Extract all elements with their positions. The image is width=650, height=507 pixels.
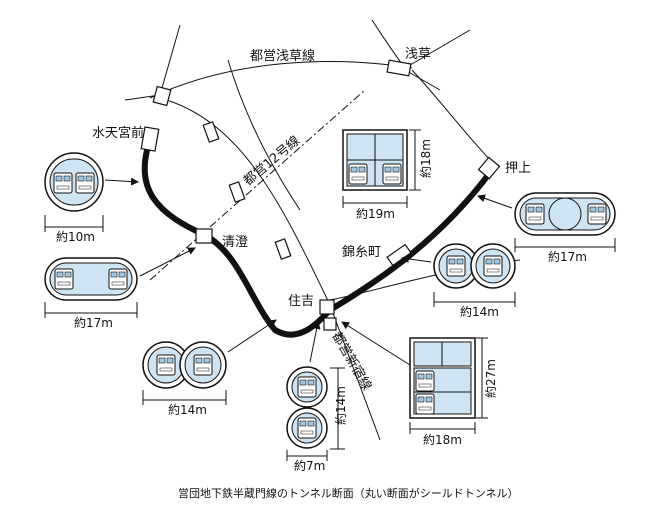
section-kiyosumi: 約17m xyxy=(44,247,196,330)
asakusa-marker xyxy=(386,59,412,77)
toei-asakusa-line-label: 都営浅草線 xyxy=(250,48,315,64)
kiyosumi-marker xyxy=(195,228,213,244)
shinjuku-line-track xyxy=(329,304,381,441)
box-large-height-label: 約27m xyxy=(483,359,498,398)
main-diagonal-track xyxy=(159,97,331,306)
kiyosumi-width-label: 約17m xyxy=(74,315,113,330)
box-top-height-label: 約18m xyxy=(418,139,433,178)
sumiyoshi-stacked-height-label: 約14m xyxy=(333,386,348,425)
box-large-width-label: 約18m xyxy=(423,432,462,447)
suitengumae-marker xyxy=(140,126,160,152)
asakusa-northwest-track xyxy=(124,94,161,101)
toei-12-line-label: 都営12号線 xyxy=(240,133,303,189)
oshiage-width-label: 約17m xyxy=(548,249,587,264)
hanzomon-line xyxy=(141,132,495,338)
track-marker-1 xyxy=(202,121,220,143)
asakusa-label: 浅草 xyxy=(405,47,431,62)
section-oshiage: 約17m xyxy=(477,192,616,264)
toei-12-dashdot-line xyxy=(149,89,366,281)
station-markers xyxy=(140,59,501,331)
loop-track xyxy=(227,59,301,211)
track-marker-3 xyxy=(274,238,292,260)
kiyosumi-label: 清澄 xyxy=(222,235,248,250)
oshiage-label: 押上 xyxy=(505,161,531,176)
asakusa-line-track xyxy=(149,61,413,99)
figure-caption: 営団地下鉄半蔵門線のトンネル断面（丸い断面がシールドトンネル） xyxy=(178,486,519,500)
asakusa-junction-marker xyxy=(152,85,172,107)
suitengumae-width-label: 約10m xyxy=(56,229,95,244)
sumiyoshi-stacked-width-label: 約7m xyxy=(294,458,325,473)
asakusa-north-track xyxy=(159,24,181,96)
section-kinshicho: 約14m xyxy=(401,243,516,319)
oshiage-marker xyxy=(477,156,501,180)
upper-right-track-2 xyxy=(404,29,471,69)
sumiyoshi-marker xyxy=(319,299,335,315)
sumiyoshi-shield-width-label: 約14m xyxy=(168,402,207,417)
section-sumiyoshi-shield: 約14m xyxy=(142,319,277,417)
suitengumae-label: 水天宮前 xyxy=(92,125,144,141)
section-box-large: 約27m 約18m xyxy=(341,321,498,447)
section-sumiyoshi-stacked: 約14m 約7m xyxy=(286,321,348,473)
track-marker-2 xyxy=(228,181,246,203)
section-suitengumae: 約10m xyxy=(44,152,139,244)
kinshicho-label: 錦糸町 xyxy=(342,244,381,260)
shinjuku-marker xyxy=(323,317,337,331)
right-curve-track xyxy=(411,69,496,166)
sumiyoshi-label: 住吉 xyxy=(288,294,314,309)
box-top-width-label: 約19m xyxy=(356,206,395,221)
section-box-top: 約18m 約19m xyxy=(342,129,433,221)
asakusa-east-track xyxy=(404,69,441,91)
kinshicho-width-label: 約14m xyxy=(460,304,499,319)
